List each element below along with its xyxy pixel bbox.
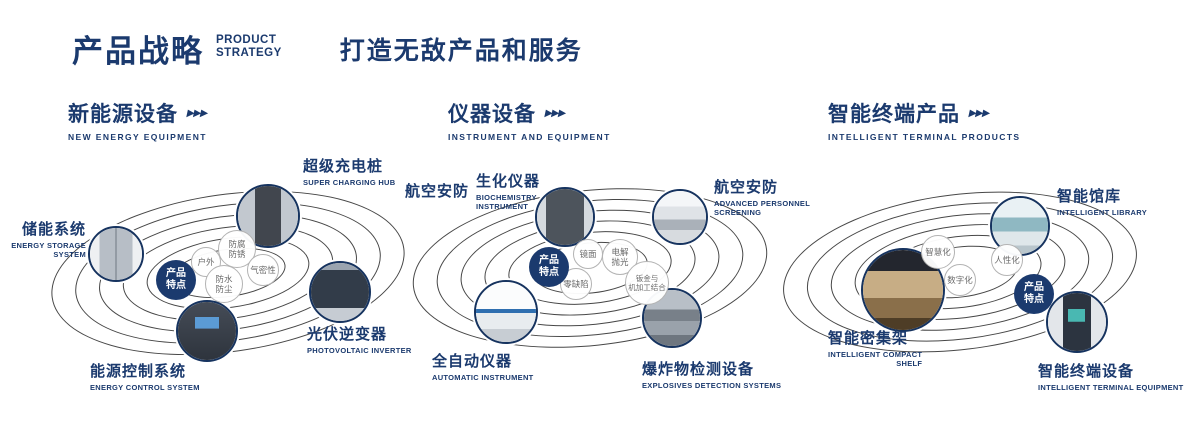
product-name-en: PHOTOVOLTAIC INVERTER [307, 346, 412, 355]
energy-storage-system-image [90, 228, 142, 280]
page-title: 产品战略 [72, 34, 204, 69]
energy-control-system-image [178, 302, 236, 360]
product-name-en: BIOCHEMISTRY INSTRUMENT [476, 193, 537, 211]
product-name-en: ENERGY STORAGE SYSTEM [11, 241, 86, 259]
triple-arrow-icon: ▶▶▶ [185, 107, 209, 119]
product-name-en: INTELLIGENT COMPACT SHELF [828, 350, 923, 368]
product-name-en: INTELLIGENT LIBRARY [1057, 208, 1148, 217]
page-title-en-line2: STRATEGY [216, 47, 282, 60]
triple-arrow-icon: ▶▶▶ [543, 107, 567, 119]
feature-bubble: 人性化 [991, 244, 1023, 276]
section-subtitle-instrument: INSTRUMENT AND EQUIPMENT [448, 132, 611, 142]
page-slogan: 打造无敌产品和服务 [339, 37, 583, 65]
product-name-zh: 智能终端设备 [1038, 363, 1135, 380]
automatic-instrument-image [476, 282, 536, 342]
section-header-new-energy: 新能源设备 ▶▶▶ NEW ENERGY EQUIPMENT [68, 98, 209, 142]
product-name-zh: 储能系统 [21, 221, 86, 238]
product-name-en: AUTOMATIC INSTRUMENT [432, 373, 534, 382]
product-name-zh: 全自动仪器 [432, 353, 513, 370]
product-name-zh: 能源控制系统 [90, 363, 187, 380]
section-subtitle-intelligent-terminal: INTELLIGENT TERMINAL PRODUCTS [828, 132, 1021, 142]
page-title-en-line1: PRODUCT [216, 34, 277, 46]
feature-bubble: 智慧化 [921, 235, 955, 269]
product-features-badge: 产品 特点 [156, 260, 196, 300]
biochemistry-instrument-image [537, 189, 593, 245]
product-photo-personnel-screening [652, 189, 708, 245]
feature-bubble: 数字化 [944, 264, 976, 296]
label-intelligent-terminal-equipment: 智能终端设备 INTELLIGENT TERMINAL EQUIPMENT [1038, 360, 1184, 392]
product-name-zh: 超级充电桩 [303, 158, 384, 175]
section-title-intelligent-terminal: 智能终端产品 [828, 103, 960, 126]
product-features-badge: 产品 特点 [529, 247, 569, 287]
feature-bubble: 镜面 [573, 239, 603, 269]
label-super-charging-hub: 超级充电桩 SUPER CHARGING HUB [303, 155, 396, 187]
product-name-zh: 智能馆库 [1057, 188, 1122, 205]
product-name-en: ENERGY CONTROL SYSTEM [90, 383, 200, 392]
section-header-instrument: 仪器设备 ▶▶▶ INSTRUMENT AND EQUIPMENT [448, 98, 611, 142]
feature-bubble: 钣金与 机加工结合 [625, 261, 669, 305]
section-header-intelligent-terminal: 智能终端产品 ▶▶▶ INTELLIGENT TERMINAL PRODUCTS [828, 98, 1021, 142]
triple-arrow-icon: ▶▶▶ [967, 107, 991, 119]
product-photo-photovoltaic-inverter [309, 261, 371, 323]
product-photo-automatic-instrument [474, 280, 538, 344]
product-photo-intelligent-terminal-equipment [1046, 291, 1108, 353]
section-title-instrument: 仪器设备 [448, 103, 536, 126]
section-subtitle-new-energy: NEW ENERGY EQUIPMENT [68, 132, 207, 142]
product-name-zh: 光伏逆变器 [307, 326, 388, 343]
product-name-zh: 航空安防 [405, 183, 470, 200]
product-name-en: INTELLIGENT TERMINAL EQUIPMENT [1038, 383, 1184, 392]
product-features-badge: 产品 特点 [1014, 274, 1054, 314]
product-photo-energy-control-system [176, 300, 238, 362]
label-biochemistry-instrument: 生化仪器 BIOCHEMISTRY INSTRUMENT [476, 170, 540, 211]
product-name-zh: 爆炸物检测设备 [642, 361, 755, 378]
personnel-screening-image [654, 191, 706, 243]
product-name-zh: 航空安防 [714, 179, 779, 196]
product-name-zh: 智能密集架 [828, 330, 909, 347]
feature-bubble: 防水 防尘 [205, 265, 243, 303]
label-intelligent-compact-shelf: 智能密集架 INTELLIGENT COMPACT SHELF [828, 327, 922, 368]
product-name-zh: 生化仪器 [476, 173, 541, 190]
section-title-new-energy: 新能源设备 [68, 103, 178, 126]
product-name-en: SUPER CHARGING HUB [303, 178, 396, 187]
label-automatic-instrument: 全自动仪器 AUTOMATIC INSTRUMENT [432, 350, 534, 382]
label-personnel-screening: 航空安防 ADVANCED PERSONNEL SCREENING [714, 176, 810, 217]
product-photo-energy-storage-system [88, 226, 144, 282]
label-photovoltaic-inverter: 光伏逆变器 PHOTOVOLTAIC INVERTER [307, 323, 412, 355]
product-name-en: EXPLOSIVES DETECTION SYSTEMS [642, 381, 782, 390]
page-title-en: PRODUCT STRATEGY [216, 34, 282, 60]
product-name-en: ADVANCED PERSONNEL SCREENING [714, 199, 811, 217]
product-photo-biochemistry-instrument [535, 187, 595, 247]
feature-bubble: 气密性 [247, 254, 279, 286]
label-energy-control-system: 能源控制系统 ENERGY CONTROL SYSTEM [90, 360, 200, 392]
label-aviation-security: 航空安防 [405, 180, 469, 201]
label-explosives-detection: 爆炸物检测设备 EXPLOSIVES DETECTION SYSTEMS [642, 358, 781, 390]
page-header: 产品战略 PRODUCT STRATEGY 打造无敌产品和服务 [72, 26, 583, 71]
label-energy-storage-system: 储能系统 ENERGY STORAGE SYSTEM [8, 218, 86, 259]
label-intelligent-library: 智能馆库 INTELLIGENT LIBRARY [1057, 185, 1147, 217]
photovoltaic-inverter-image [311, 263, 369, 321]
intelligent-terminal-equipment-image [1048, 293, 1106, 351]
